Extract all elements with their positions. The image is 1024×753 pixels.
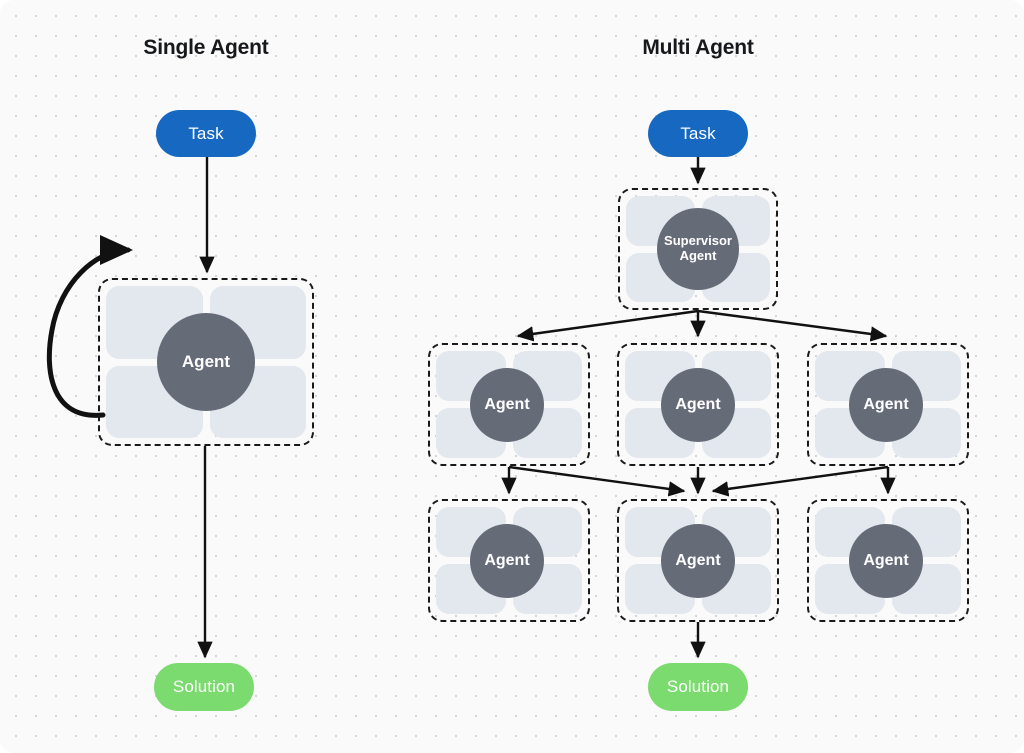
multi-task-pill[interactable]: Task [648,110,748,157]
bottom-agent-center-module[interactable]: Agent [617,499,779,622]
multi-solution-pill[interactable]: Solution [648,663,748,711]
mid-agent-right-core-label: Agent [849,367,923,442]
wire-mid-right-to-bottom-center [711,465,889,497]
section-title-multi-agent: Multi Agent [642,36,754,59]
single-agent-core-label: Agent [157,313,255,411]
supervisor-label-line1: Supervisor [664,233,732,249]
single-task-pill[interactable]: Task [156,110,256,157]
supervisor-agent-module[interactable]: Supervisor Agent [618,188,778,310]
wire-supervisor-to-mid-left [516,309,699,342]
supervisor-agent-core: Supervisor Agent [657,208,739,290]
single-agent-module[interactable]: Agent [98,278,314,446]
bottom-agent-right-module[interactable]: Agent [807,499,969,622]
mid-agent-center-module[interactable]: Agent [617,343,779,466]
bottom-agent-left-module[interactable]: Agent [428,499,590,622]
bottom-agent-center-core-label: Agent [661,523,735,598]
bottom-agent-right-core-label: Agent [849,523,923,598]
mid-agent-right-module[interactable]: Agent [807,343,969,466]
mid-agent-center-core-label: Agent [661,367,735,442]
wire-supervisor-to-mid-right [697,309,888,342]
section-title-single-agent: Single Agent [143,36,269,59]
mid-agent-left-module[interactable]: Agent [428,343,590,466]
bottom-agent-left-core-label: Agent [470,523,544,598]
mid-agent-left-core-label: Agent [470,367,544,442]
supervisor-label-line2: Agent [679,248,717,263]
single-solution-pill[interactable]: Solution [154,663,254,711]
wire-mid-left-to-bottom-center [508,465,686,497]
